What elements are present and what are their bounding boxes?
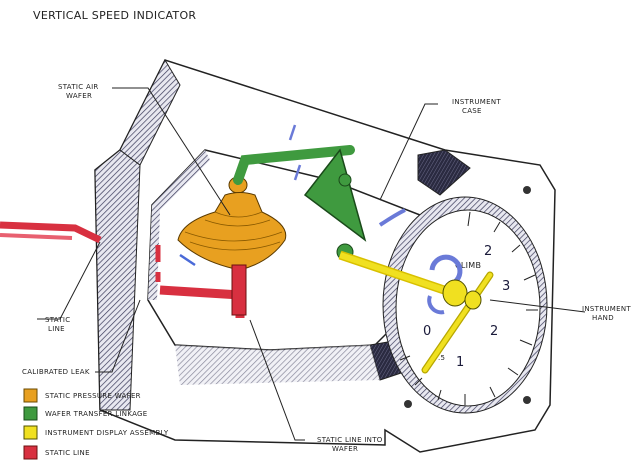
label-instrument-case: INSTRUMENT	[452, 98, 501, 106]
dial-number-2-bottom: 2	[490, 324, 498, 339]
legend-swatch-static-line	[23, 445, 38, 460]
label-static-line: STATIC	[45, 316, 70, 324]
dial-number-3: 3	[502, 279, 510, 294]
legend-label-instrument-display-assembly: INSTRUMENT DISPLAY ASSEMBLY	[45, 429, 169, 437]
legend-label-static-line: STATIC LINE	[45, 449, 90, 457]
flow-arrow-icon	[179, 253, 196, 267]
dial-climb-label: CLIMB	[455, 261, 481, 270]
dial-number-1: 1	[456, 355, 464, 370]
legend: STATIC PRESSURE WAFER WAFER TRANSFER LIN…	[23, 388, 169, 460]
label-static-line-line2: LINE	[48, 325, 65, 333]
dial-number-half: .5	[438, 354, 445, 362]
legend-swatch-static-pressure-wafer	[23, 388, 38, 403]
static-pressure-wafer	[177, 176, 287, 316]
dial-number-0: 0	[423, 324, 431, 339]
instrument-display-assembly	[338, 250, 494, 374]
instrument-dial: 2 3 2 1 .5 0 CLIMB	[382, 196, 548, 414]
diagram-title: VERTICAL SPEED INDICATOR	[33, 9, 196, 22]
label-static-line-into-wafer-line2: WAFER	[332, 445, 358, 453]
label-static-air-wafer-line2: WAFER	[66, 92, 92, 100]
label-instrument-hand: INSTRUMENT	[582, 305, 631, 313]
label-static-air-wafer: STATIC AIR	[58, 83, 99, 91]
label-instrument-hand-line2: HAND	[592, 314, 614, 322]
legend-swatch-wafer-transfer-linkage	[23, 406, 38, 421]
dial-number-2-top: 2	[484, 244, 492, 259]
label-instrument-case-line2: CASE	[462, 107, 482, 115]
legend-label-wafer-transfer-linkage: WAFER TRANSFER LINKAGE	[45, 410, 148, 418]
label-calibrated-leak: CALIBRATED LEAK	[22, 368, 90, 376]
legend-label-static-pressure-wafer: STATIC PRESSURE WAFER	[45, 392, 141, 400]
legend-swatch-instrument-display-assembly	[23, 425, 38, 440]
rotation-arrow-icon	[427, 295, 445, 315]
label-static-line-into-wafer: STATIC LINE INTO	[317, 436, 383, 444]
